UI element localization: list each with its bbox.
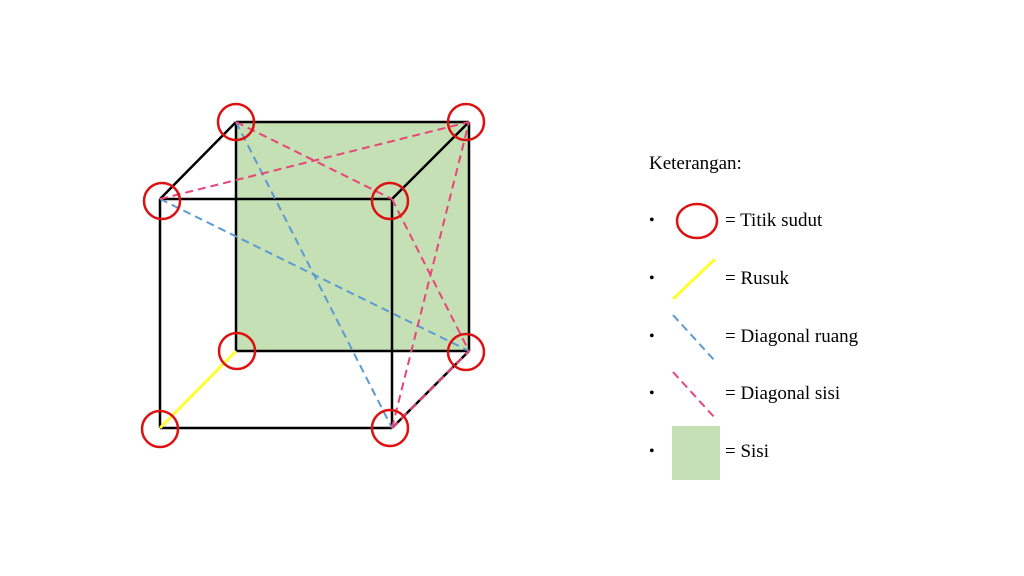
face-diagonal-5 xyxy=(391,350,470,429)
vertex-circle-back-bottom-right xyxy=(446,332,486,372)
legend-label-face-diagonal: = Diagonal sisi xyxy=(725,383,841,404)
vertex-circle-back-top-left xyxy=(216,102,256,142)
green-square-icon xyxy=(672,426,720,480)
vertex-circle-back-bottom-left xyxy=(217,331,257,371)
legend-title: Keterangan: xyxy=(649,153,742,174)
legend-item-face: • = Sisi xyxy=(649,424,949,480)
legend-label-face: = Sisi xyxy=(725,441,769,462)
vertex-circle-icon xyxy=(675,202,719,240)
legend-item-edge: • = Rusuk xyxy=(649,251,949,307)
vertex-circle-front-top-left xyxy=(142,181,182,221)
face-diagonal-4 xyxy=(391,121,470,429)
bullet: • xyxy=(649,443,655,460)
bullet: • xyxy=(649,385,655,402)
vertex-circle-front-top-right xyxy=(370,181,410,221)
face-diagonal-2 xyxy=(235,121,393,200)
edge-top-right-depth xyxy=(391,121,470,200)
edge-top-left-depth xyxy=(159,121,237,200)
face-diagonal-1 xyxy=(159,121,470,200)
pink-dashed-line-icon xyxy=(672,371,716,419)
legend-item-vertex: • = Titik sudut xyxy=(649,193,949,249)
legend-item-face-diagonal: • = Diagonal sisi xyxy=(649,366,949,422)
bullet: • xyxy=(649,270,655,287)
legend-label-space-diagonal: = Diagonal ruang xyxy=(725,326,859,347)
bullet: • xyxy=(649,212,655,229)
legend-item-space-diagonal: • = Diagonal ruang xyxy=(649,309,949,365)
legend-label-vertex: = Titik sudut xyxy=(725,210,823,231)
vertex-circle-back-top-right xyxy=(446,102,486,142)
legend-label-edge: = Rusuk xyxy=(725,268,790,289)
blue-dashed-line-icon xyxy=(672,314,716,362)
yellow-line-icon xyxy=(671,257,717,301)
bullet: • xyxy=(649,328,655,345)
vertex-circle-front-bottom-right xyxy=(370,408,410,448)
vertex-circle-front-bottom-left xyxy=(140,409,180,449)
